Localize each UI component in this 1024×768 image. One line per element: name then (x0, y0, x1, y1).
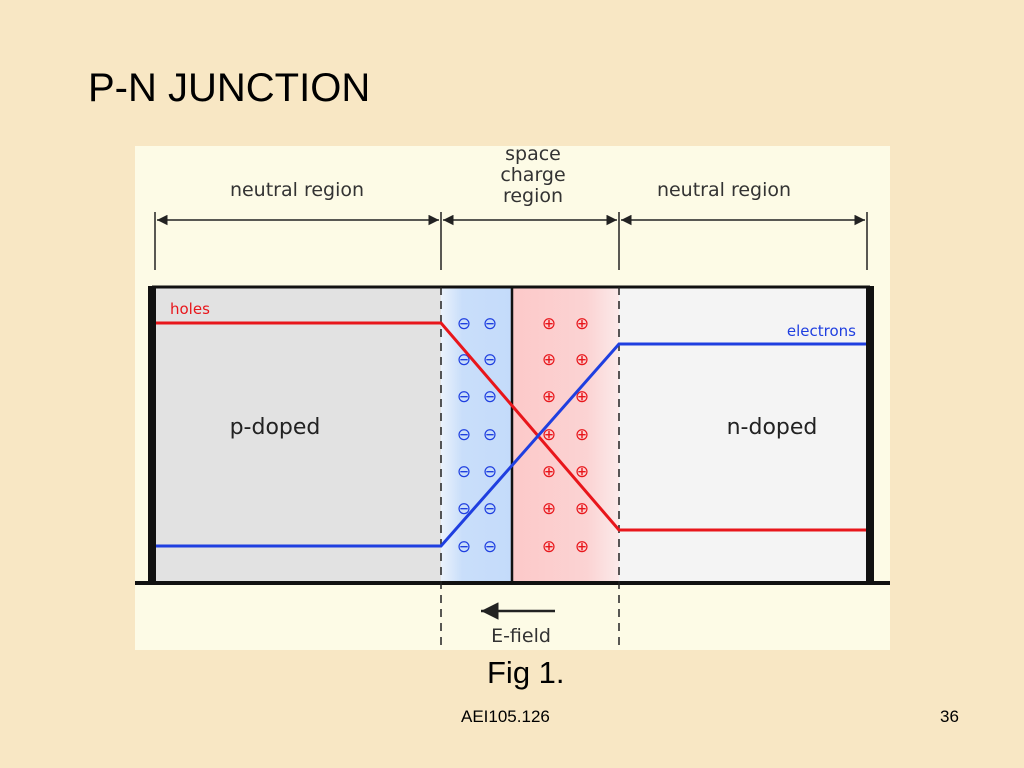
pn-junction-diagram: neutral region space charge region neutr… (135, 146, 890, 650)
footer-course-code: AEI105.126 (461, 707, 550, 726)
junction-dashed-lines (440, 287, 620, 650)
space-charge-label-line2: charge (500, 164, 565, 186)
positive-ion-symbol: ⊕ (575, 537, 589, 557)
p-doped-region (155, 287, 441, 583)
positive-ion-symbol: ⊕ (575, 350, 589, 370)
region-extent-markers (154, 212, 868, 270)
positive-ion-symbol: ⊕ (542, 425, 556, 445)
positive-ion-symbol: ⊕ (575, 314, 589, 334)
negative-ion-symbol: ⊖ (457, 314, 471, 334)
right-neutral-region-label: neutral region (657, 179, 791, 201)
negative-ion-symbol: ⊖ (457, 387, 471, 407)
figure-caption: Fig 1. (487, 655, 565, 690)
positive-ion-symbol: ⊕ (542, 314, 556, 334)
negative-ion-symbol: ⊖ (483, 350, 497, 370)
negative-ion-symbol: ⊖ (483, 462, 497, 482)
positive-ion-grid: ⊕ ⊕ ⊕ ⊕ ⊕ ⊕ ⊕ ⊕ ⊕ ⊕ ⊕ ⊕ ⊕ ⊕ (542, 314, 589, 557)
page-number: 36 (940, 707, 959, 726)
positive-ion-symbol: ⊕ (575, 425, 589, 445)
p-doped-label: p-doped (230, 415, 321, 440)
electrons-label: electrons (787, 322, 856, 340)
negative-ion-symbol: ⊖ (483, 314, 497, 334)
slide-title: P-N JUNCTION (88, 66, 371, 110)
negative-depletion-region (441, 287, 512, 583)
negative-ion-symbol: ⊖ (457, 425, 471, 445)
e-field-label: E-field (491, 625, 551, 647)
positive-ion-symbol: ⊕ (542, 499, 556, 519)
negative-ion-symbol: ⊖ (483, 537, 497, 557)
holes-label: holes (170, 300, 210, 318)
n-doped-label: n-doped (727, 415, 818, 440)
negative-ion-symbol: ⊖ (483, 387, 497, 407)
negative-ion-symbol: ⊖ (457, 462, 471, 482)
positive-ion-symbol: ⊕ (542, 462, 556, 482)
negative-ion-symbol: ⊖ (483, 499, 497, 519)
positive-ion-symbol: ⊕ (542, 387, 556, 407)
electrons-concentration-curve (156, 342, 866, 548)
positive-depletion-region (512, 287, 619, 583)
negative-ion-symbol: ⊖ (457, 350, 471, 370)
space-charge-label-line3: region (503, 185, 563, 207)
positive-ion-symbol: ⊕ (575, 499, 589, 519)
holes-concentration-curve (156, 321, 866, 532)
positive-ion-symbol: ⊕ (542, 537, 556, 557)
negative-ion-symbol: ⊖ (457, 537, 471, 557)
space-charge-label-line1: space (505, 146, 561, 165)
negative-ion-symbol: ⊖ (483, 425, 497, 445)
n-doped-region (619, 287, 867, 583)
positive-ion-symbol: ⊕ (542, 350, 556, 370)
positive-ion-symbol: ⊕ (575, 462, 589, 482)
left-neutral-region-label: neutral region (230, 179, 364, 201)
diagram-frame (135, 285, 890, 585)
